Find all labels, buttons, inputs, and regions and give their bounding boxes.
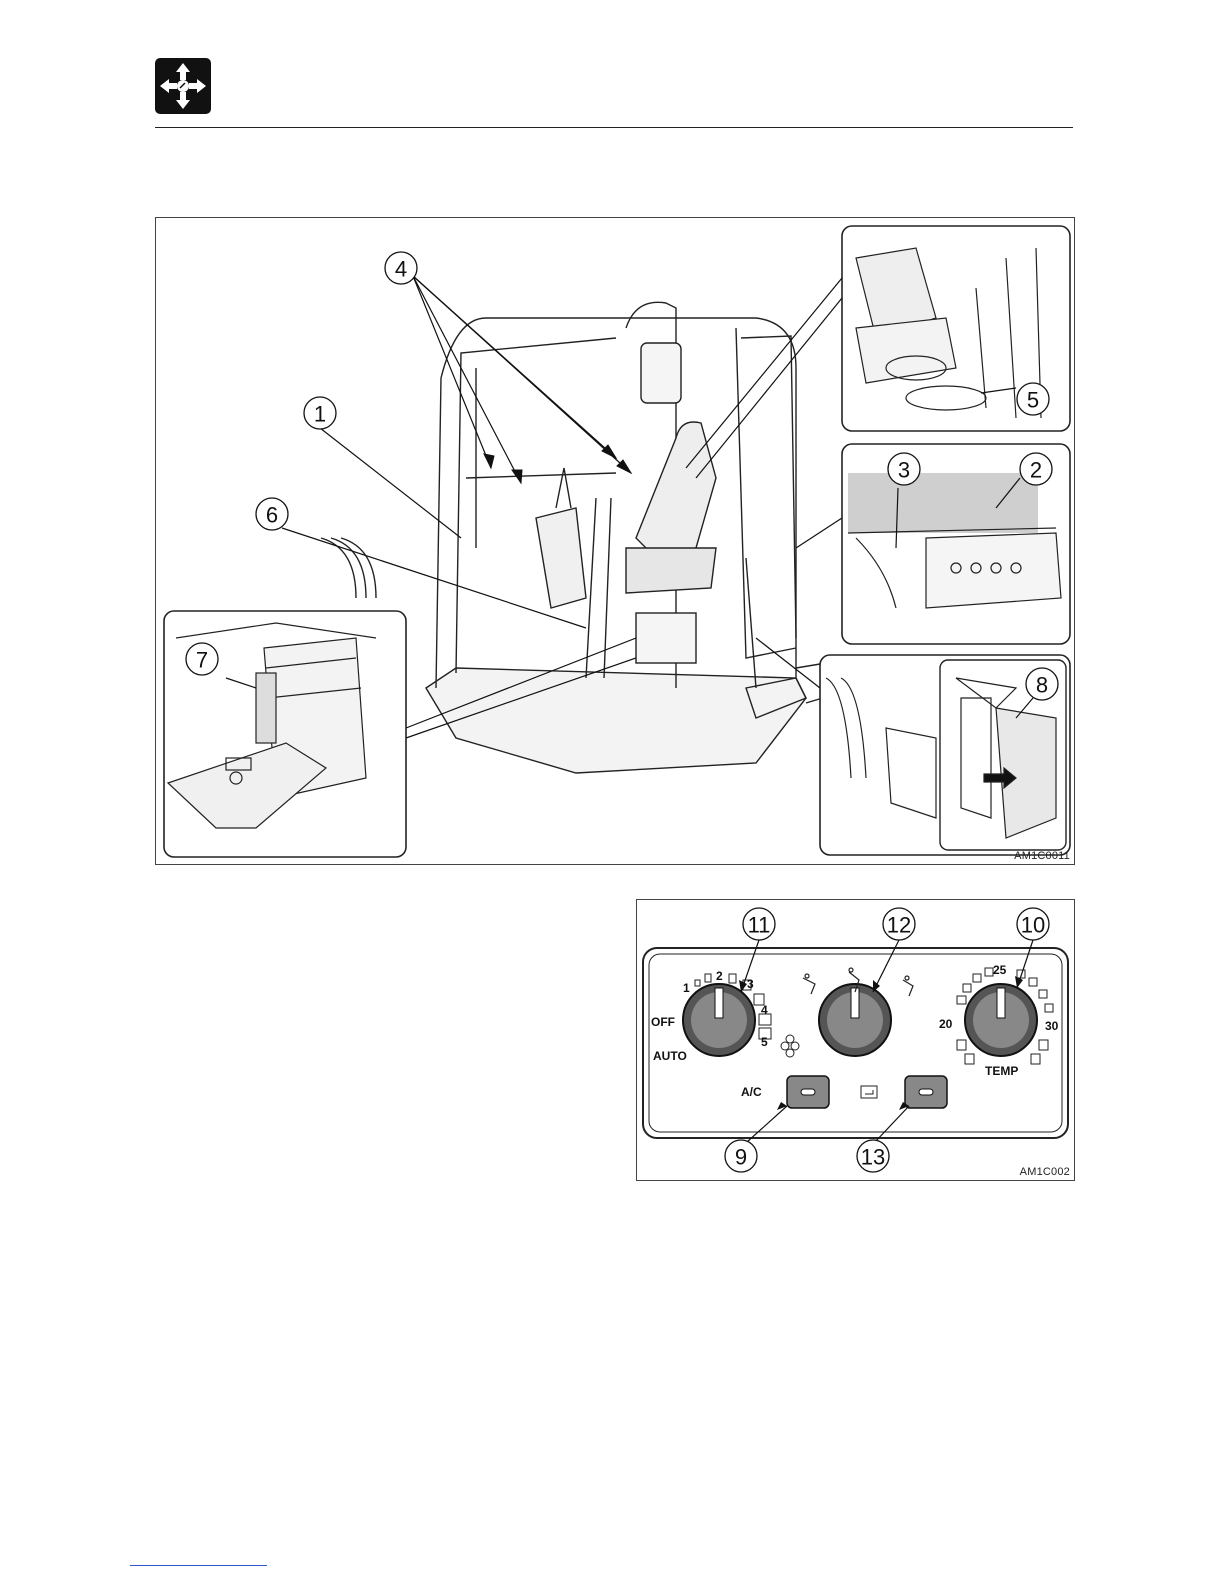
callout-label: 8 — [1036, 673, 1048, 698]
directional-arrows-icon — [155, 58, 211, 114]
ac-label: A/C — [741, 1085, 762, 1099]
fan-speed-dial[interactable] — [683, 984, 755, 1056]
callout-label: 11 — [748, 913, 771, 938]
svg-text:25: 25 — [993, 963, 1007, 977]
control-panel-illustration: 1 2 3 4 5 OFF AUTO — [637, 900, 1074, 1180]
callout-label: 2 — [1030, 458, 1042, 483]
footer-rule — [130, 1565, 267, 1566]
callout-label: 10 — [1021, 913, 1045, 938]
callout-label: 1 — [314, 402, 326, 427]
svg-text:1: 1 — [683, 981, 690, 995]
svg-text:20: 20 — [939, 1017, 953, 1031]
figure-code: AM1C0011 — [1014, 850, 1070, 862]
svg-text:2: 2 — [716, 969, 723, 983]
cab-illustration: 4 1 6 7 5 3 2 8 — [156, 218, 1074, 864]
header-rule — [155, 127, 1073, 128]
svg-text:5: 5 — [761, 1035, 768, 1049]
temperature-dial[interactable] — [965, 984, 1037, 1056]
cab-overview-figure: 4 1 6 7 5 3 2 8 AM1C0011 — [155, 217, 1075, 865]
figure-code: AM1C002 — [1020, 1166, 1070, 1178]
svg-text:AUTO: AUTO — [653, 1049, 687, 1063]
svg-text:TEMP: TEMP — [985, 1064, 1018, 1078]
callout-label: 6 — [266, 503, 278, 528]
callout-label: 7 — [196, 648, 208, 673]
air-mode-dial[interactable] — [819, 984, 891, 1056]
svg-text:30: 30 — [1045, 1019, 1059, 1033]
callout-label: 4 — [395, 257, 407, 282]
callout-label: 3 — [898, 458, 910, 483]
climate-control-panel-figure: 1 2 3 4 5 OFF AUTO — [636, 899, 1075, 1181]
svg-text:3: 3 — [747, 977, 754, 991]
svg-text:4: 4 — [761, 1003, 768, 1017]
callout-label: 5 — [1027, 388, 1039, 413]
svg-text:OFF: OFF — [651, 1015, 675, 1029]
recirculation-button[interactable] — [905, 1076, 947, 1108]
callout-label: 13 — [861, 1145, 885, 1170]
ac-button[interactable] — [787, 1076, 829, 1108]
callout-label: 9 — [735, 1145, 747, 1170]
callout-label: 12 — [887, 913, 911, 938]
